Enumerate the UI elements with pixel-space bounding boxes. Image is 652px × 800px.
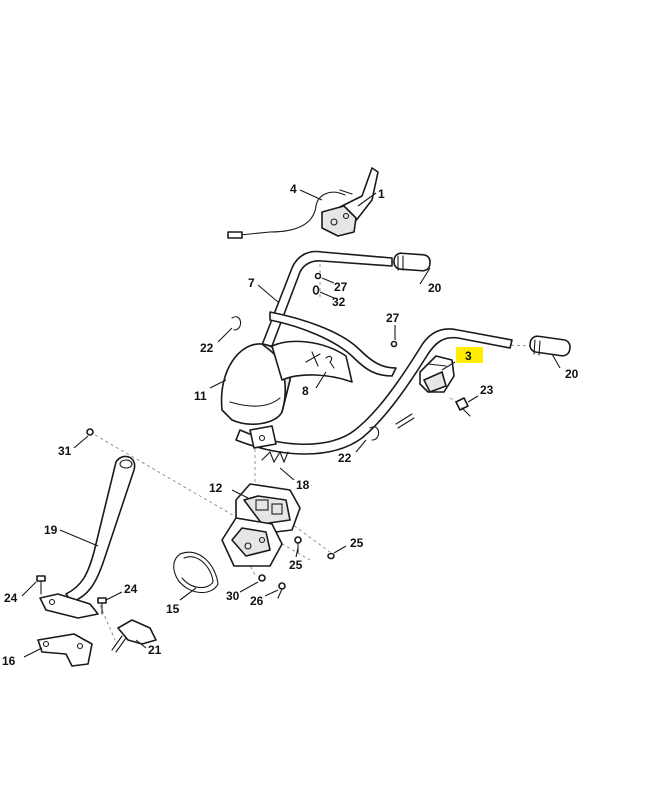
part-cable [227, 189, 353, 239]
part-screw-26 [277, 582, 286, 599]
part-fastener-27-lower [390, 340, 398, 348]
callout-8: 8 [302, 384, 309, 398]
part-screw-23 [455, 397, 471, 417]
part-knob [111, 619, 157, 653]
callout-1: 1 [378, 187, 385, 201]
part-pin [395, 413, 415, 429]
callout-15: 15 [166, 602, 180, 616]
leader-lines [21, 189, 561, 658]
part-lower-housing [221, 517, 283, 567]
part-control-lever [321, 167, 379, 237]
callout-25-right: 25 [350, 536, 364, 550]
part-switch-housing [419, 355, 455, 393]
callout-23: 23 [480, 383, 494, 397]
part-screw-25-right [327, 552, 335, 560]
callout-22-upper: 22 [200, 341, 214, 355]
callout-20-upper: 20 [428, 281, 442, 295]
part-3-highlight [456, 347, 483, 363]
part-screw-30 [258, 574, 266, 582]
callout-20-lower: 20 [565, 367, 579, 381]
callout-25-left: 25 [289, 558, 303, 572]
callout-16: 16 [2, 654, 16, 668]
part-fastener-32 [312, 285, 320, 295]
callout-12: 12 [209, 481, 223, 495]
callout-3: 3 [465, 349, 472, 363]
part-bolt-24-left [36, 575, 46, 595]
part-bracket-plate [37, 633, 93, 667]
callout-18: 18 [296, 478, 310, 492]
callout-21: 21 [148, 643, 162, 657]
part-grip-lower [529, 335, 571, 357]
callout-27-upper: 27 [334, 280, 348, 294]
part-clip-upper [231, 316, 242, 331]
callout-27-lower: 27 [386, 311, 400, 325]
callout-24-right: 24 [124, 582, 138, 596]
callout-30: 30 [226, 589, 240, 603]
callout-11: 11 [194, 389, 207, 403]
part-decal-panel [271, 340, 353, 383]
part-bracket [249, 425, 277, 449]
part-spring [261, 450, 289, 464]
callout-19: 19 [44, 523, 58, 537]
part-fastener-31 [86, 428, 94, 436]
callout-31: 31 [58, 444, 72, 458]
callouts: 1 4 3 7 8 11 12 15 16 18 19 20 20 21 22 … [2, 182, 579, 668]
callout-7: 7 [248, 276, 255, 290]
part-bolt-24-right [97, 597, 107, 615]
part-wire-loop [173, 551, 219, 594]
callout-24-left: 24 [4, 591, 18, 605]
callout-32: 32 [332, 295, 346, 309]
part-fastener-27-upper [314, 272, 322, 280]
part-grip-upper [393, 252, 431, 272]
callout-22-lower: 22 [338, 451, 352, 465]
part-clip-lower [369, 426, 380, 441]
callout-4: 4 [290, 182, 297, 196]
callout-26: 26 [250, 594, 264, 608]
part-support-arm [39, 455, 136, 619]
